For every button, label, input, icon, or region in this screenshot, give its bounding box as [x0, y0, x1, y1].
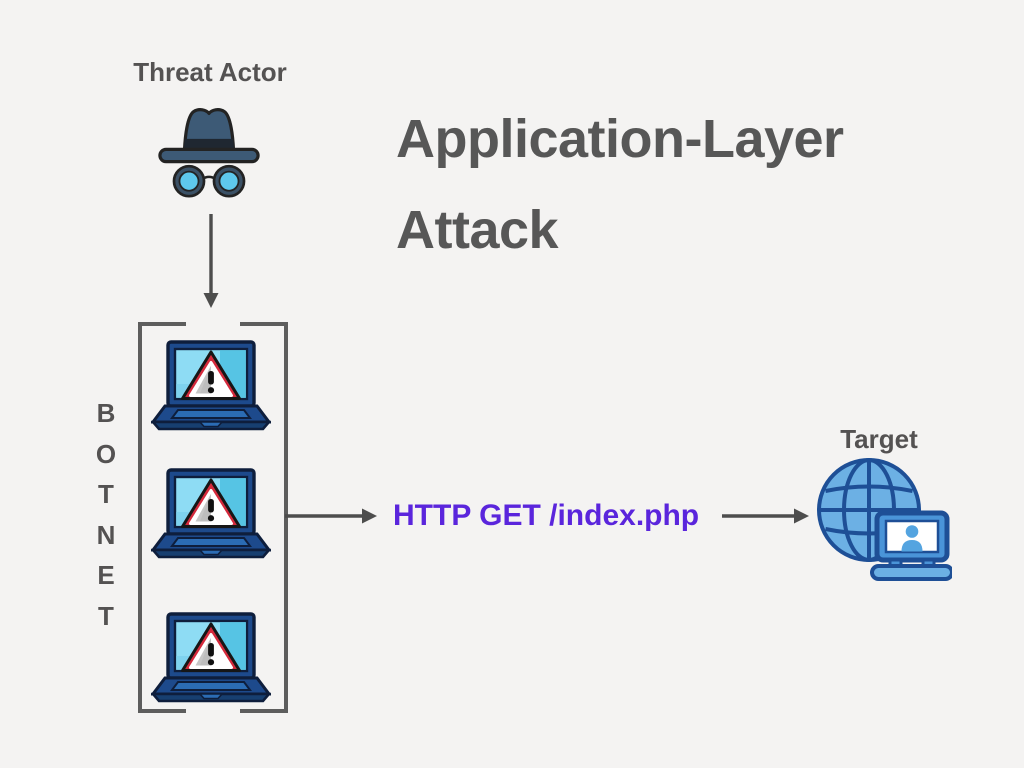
botnet-letter: O [95, 438, 117, 469]
botnet-letter: E [97, 560, 115, 590]
botnet-label: B O T N E T [86, 393, 126, 636]
bot-laptop-2 [150, 468, 272, 565]
botnet-bracket-left [138, 322, 186, 713]
down-arrow [203, 214, 219, 308]
right-arrow-target [722, 508, 809, 524]
http-request-label: HTTP GET /index.php [393, 499, 700, 532]
botnet-letter: T [98, 479, 114, 509]
botnet-letter: N [96, 519, 116, 550]
page-title-line2: Attack [396, 200, 559, 260]
bot-laptop-1 [150, 340, 272, 437]
globe-laptop-icon [817, 458, 952, 581]
infected-laptop-warning-icon [150, 612, 272, 703]
threat-actor-label: Threat Actor [133, 57, 287, 87]
right-arrow-request [285, 508, 377, 524]
infected-laptop-warning-icon [150, 340, 272, 431]
page-title-line1: Application-Layer [396, 109, 844, 169]
bot-laptop-3 [150, 612, 272, 709]
page-title: Application-Layer Attack [396, 94, 844, 276]
botnet-letter: B [96, 398, 116, 428]
botnet-letter: T [98, 600, 114, 631]
infected-laptop-warning-icon [150, 468, 272, 559]
spy-incognito-icon [158, 108, 260, 198]
target-label: Target [840, 424, 918, 454]
